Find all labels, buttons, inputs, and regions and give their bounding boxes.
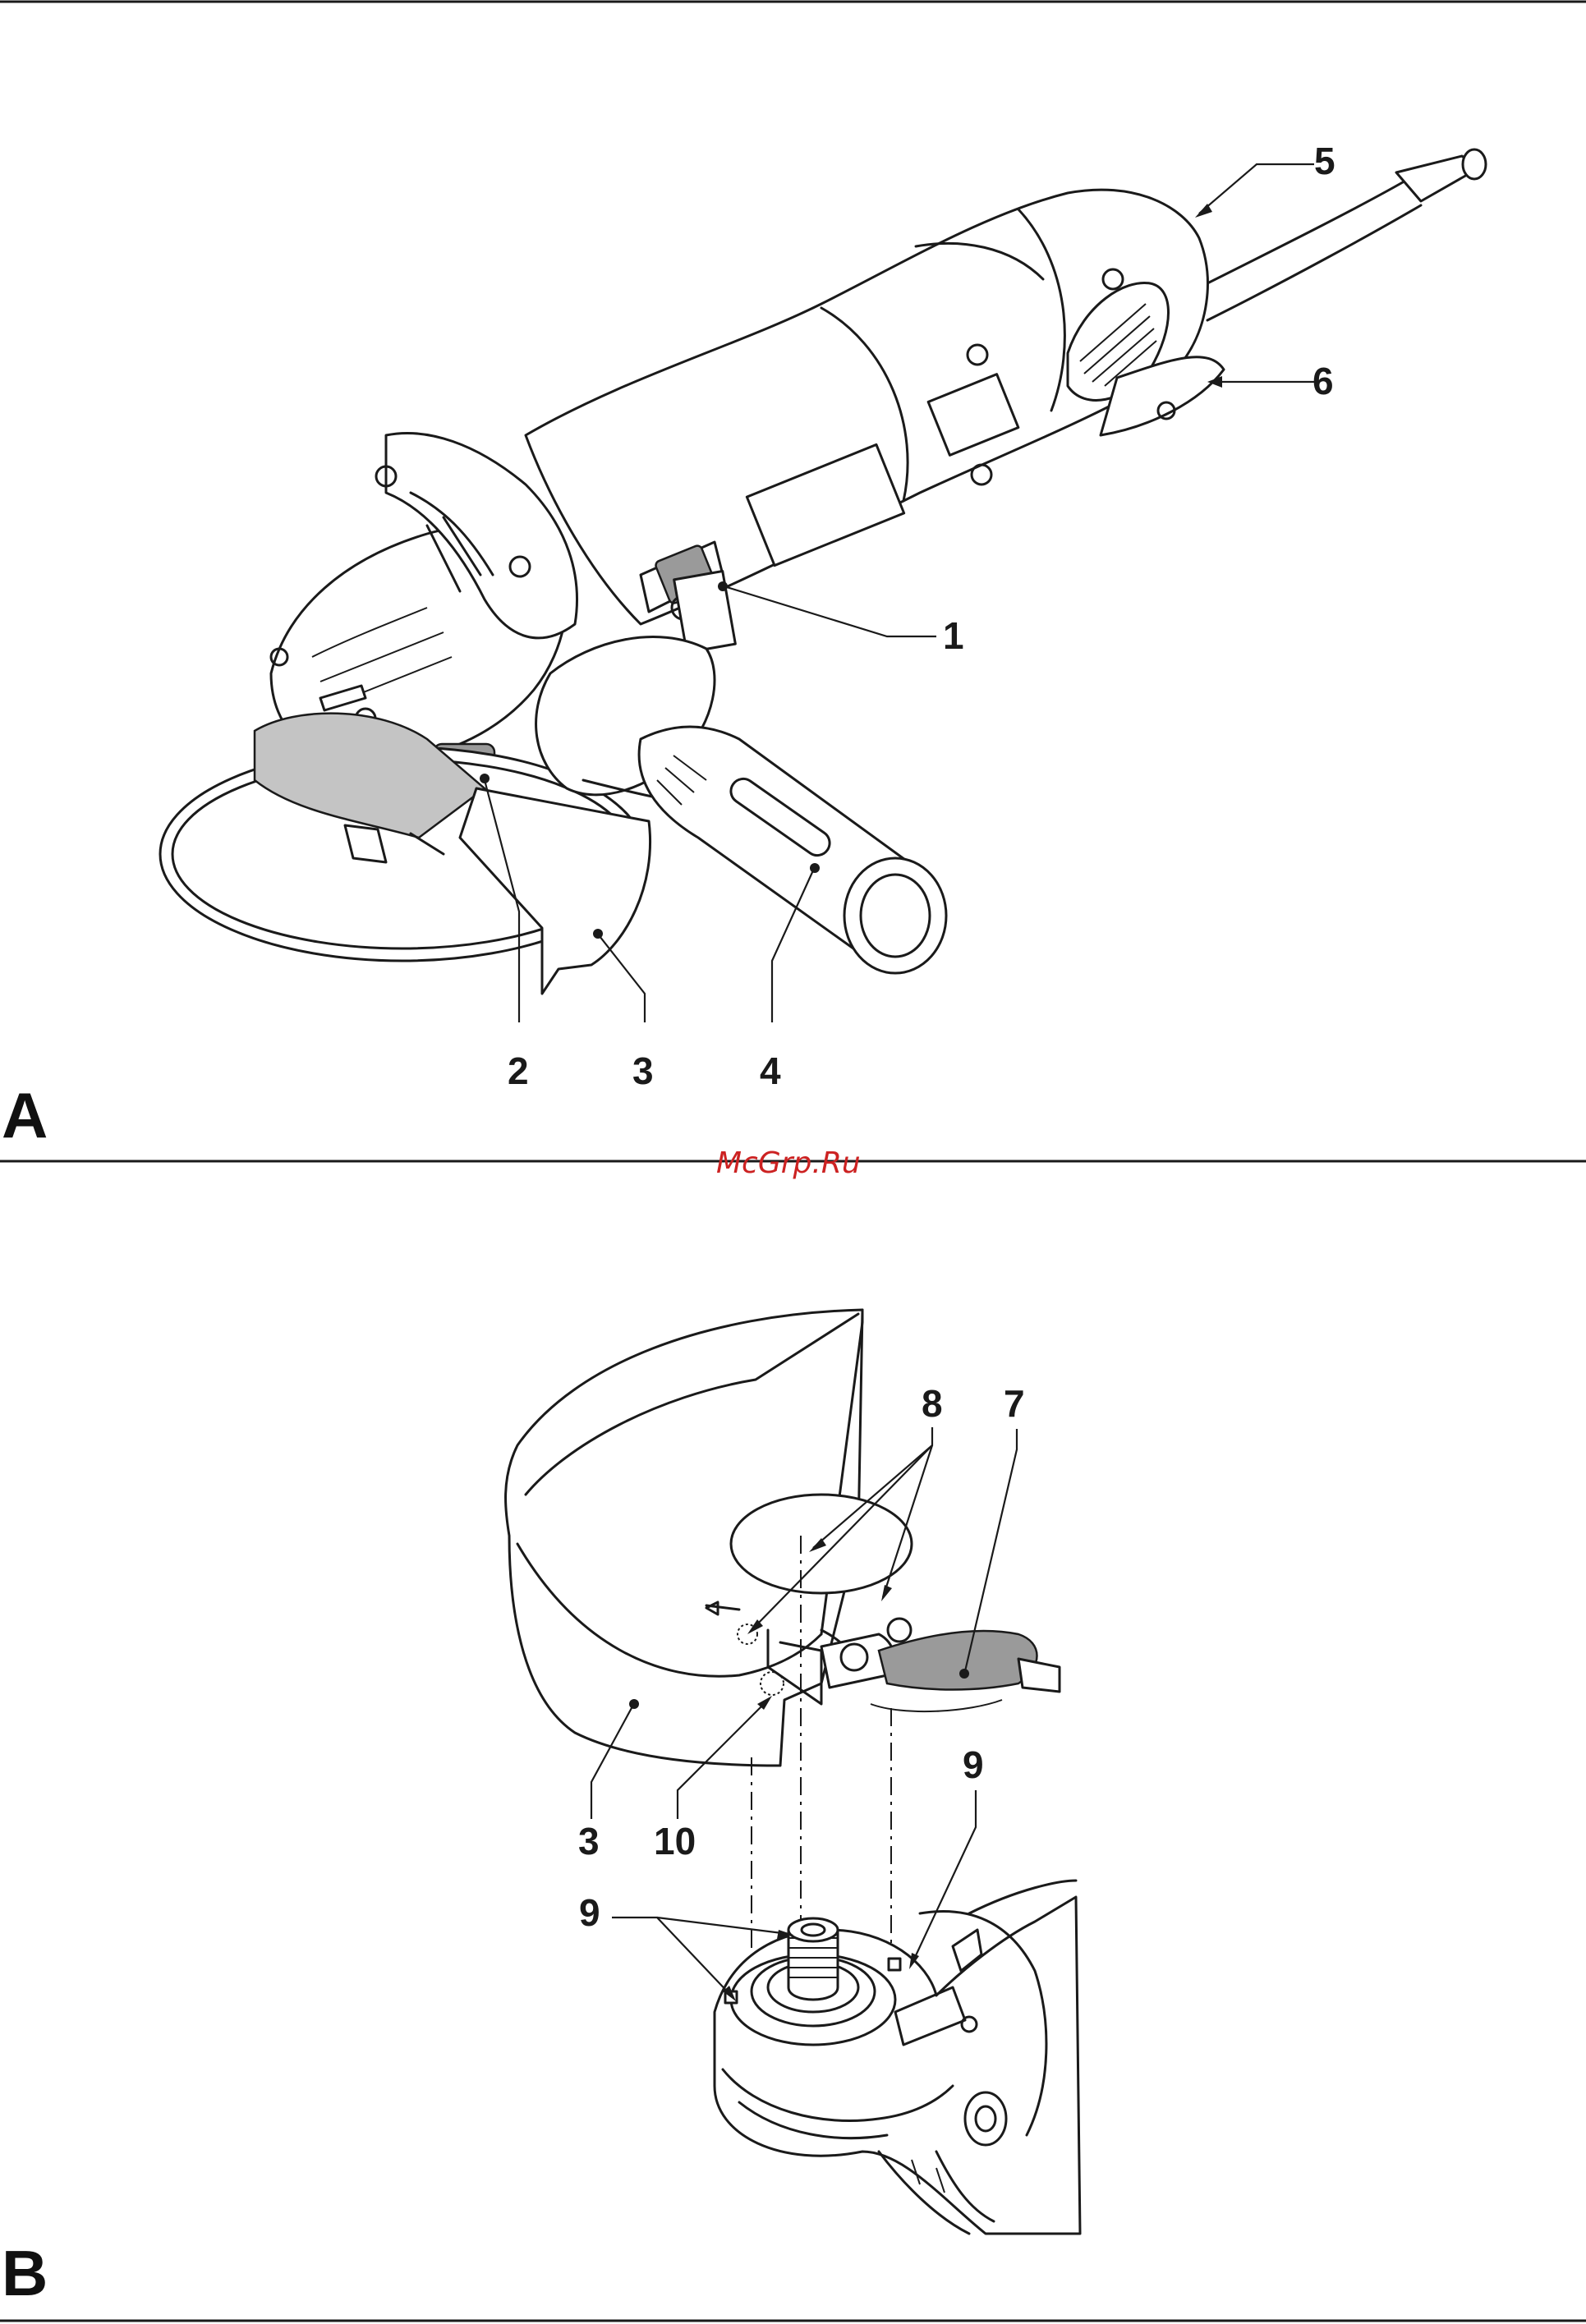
grinder-head [715, 1881, 1080, 2234]
callout-b-7: 7 [1004, 1382, 1025, 1425]
callout-6: 6 [1312, 360, 1334, 402]
callout-4: 4 [760, 1049, 781, 1092]
panel-a-letter: A [2, 1079, 48, 1151]
callout-3: 3 [632, 1049, 654, 1092]
callout-b-9-left: 9 [579, 1891, 600, 1934]
callout-1: 1 [943, 614, 964, 657]
panel-b-drawing [506, 1310, 1060, 1766]
panel-a-drawing [160, 149, 1486, 994]
callout-5: 5 [1314, 140, 1335, 182]
callout-b-3: 3 [578, 1820, 600, 1862]
callout-b-10: 10 [654, 1820, 696, 1862]
watermark: McGrp.Ru [716, 1146, 861, 1180]
panel-b-letter: B [2, 2237, 48, 2309]
callout-b-8: 8 [922, 1382, 943, 1425]
callout-2: 2 [508, 1049, 529, 1092]
callout-b-9-right: 9 [963, 1743, 984, 1786]
